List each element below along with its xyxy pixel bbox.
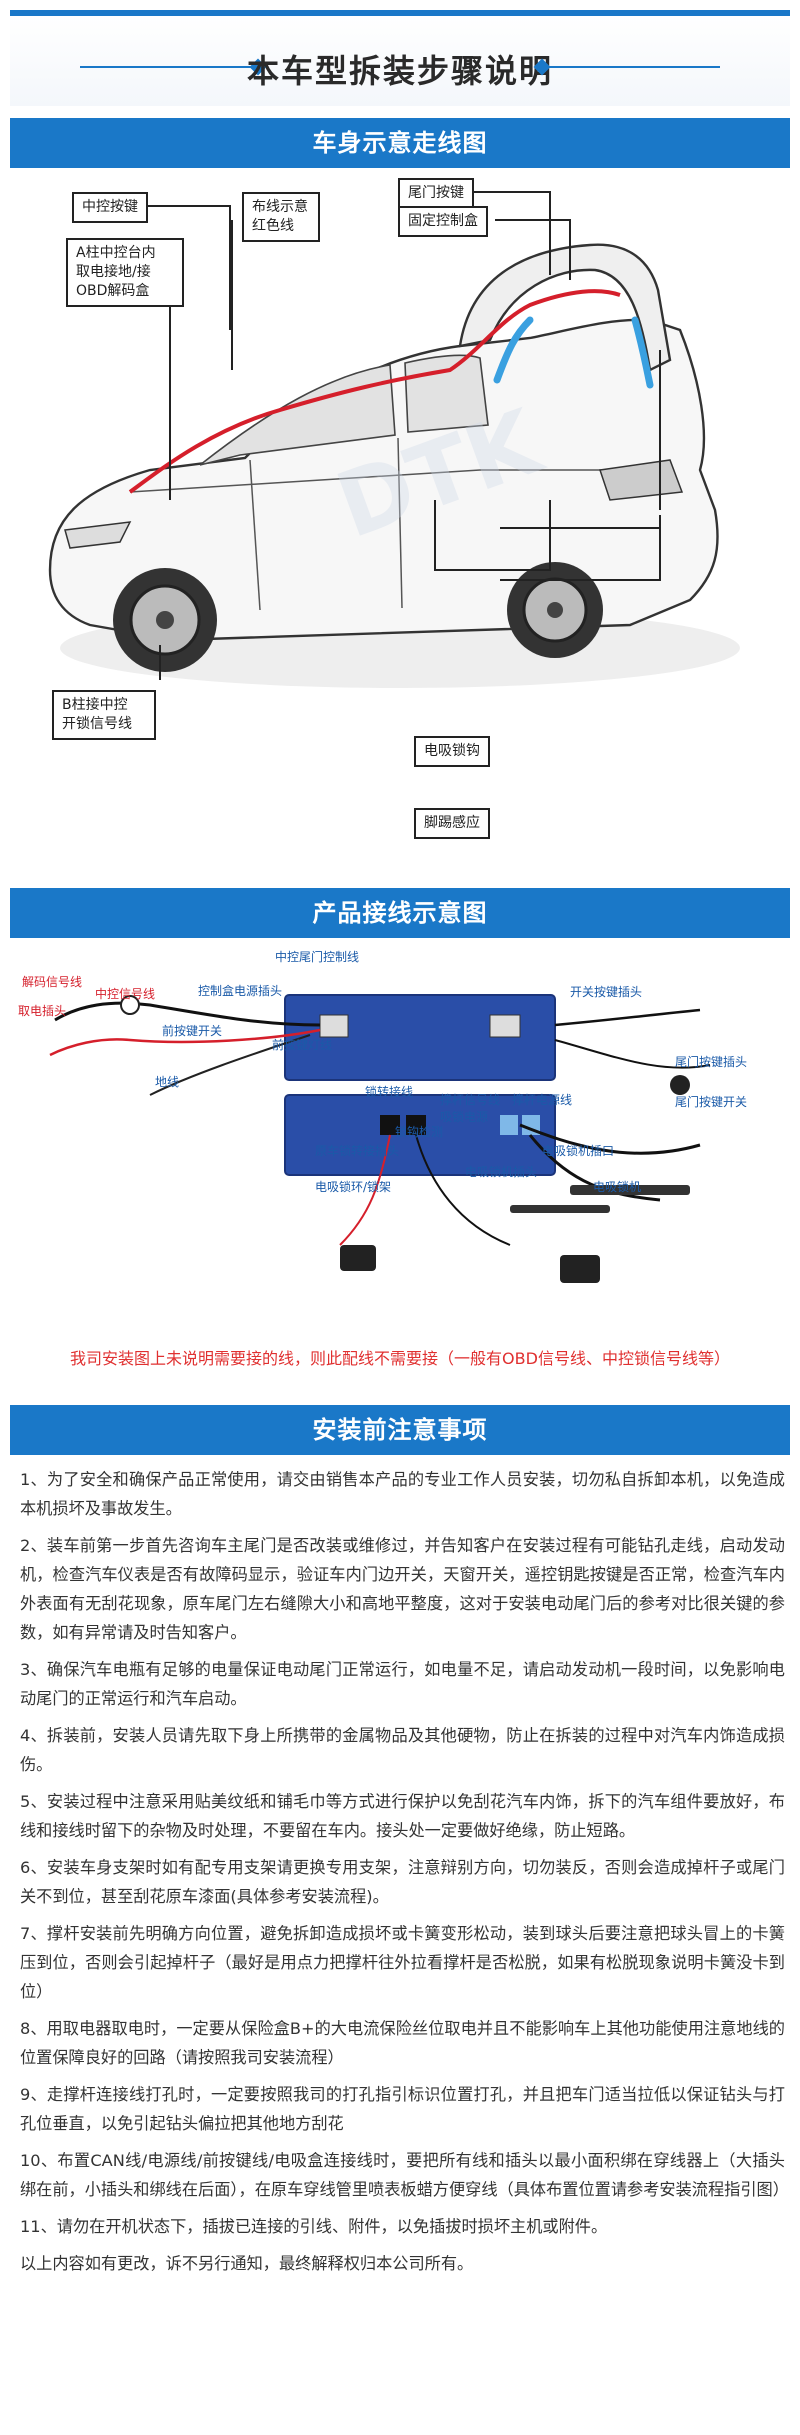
note-item: 5、安装过程中注意采用贴美纹纸和铺毛巾等方式进行保护以免刮花汽车内饰，拆下的汽车… bbox=[20, 1792, 785, 1840]
wire-label-power-plug: 取电插头 bbox=[18, 1004, 67, 1018]
callout-wiring-hint-line1: 布线示意 bbox=[252, 199, 308, 215]
note-item: 2、装车前第一步首先咨询车主尾门是否改装或维修过，并告知客户在安装过程有可能钻孔… bbox=[20, 1536, 785, 1642]
callout-suction-lock: 电吸锁钩 bbox=[414, 736, 490, 767]
wire-label-front-key-light: 前按键灯线 bbox=[272, 1038, 333, 1052]
callout-a-pillar-line3: OBD解码盒 bbox=[76, 282, 150, 299]
wire-label-center-signal: 中控信号线 bbox=[95, 987, 156, 1001]
wiring-note: 我司安装图上未说明需要接的线，则此配线不需要接（一般有OBD信号线、中控锁信号线… bbox=[70, 1349, 730, 1368]
callout-wiring-hint-line2: 红色线 bbox=[252, 217, 294, 234]
wire-label-ctrl-power-plug: 控制盒电源插头 bbox=[198, 984, 283, 998]
wire-label-lock-detect: 锁钩检测 bbox=[395, 1125, 444, 1139]
wire-label-lock-wire: 锁转接线 bbox=[365, 1085, 414, 1099]
callout-a-pillar-line2: 取电接地/接 bbox=[76, 263, 151, 280]
callout-control-box: 固定控制盒 bbox=[398, 206, 488, 237]
section-car-diagram-title: 车身示意走线图 bbox=[10, 118, 790, 168]
wire-label-strut-power: 撑杆电源线 bbox=[512, 1093, 573, 1107]
note-item: 10、布置CAN线/电源线/前按键线/电吸盒连接线时，要把所有线和插头以最小面积… bbox=[20, 2151, 789, 2199]
callout-a-pillar: A柱中控台内 取电接地/接 OBD解码盒 bbox=[66, 238, 184, 307]
note-item: 8、用取电器取电时，一定要从保险盒B+的大电流保险丝位取电并且不能影响车上其他功… bbox=[20, 2019, 785, 2067]
wire-label-suction-plug: 电吸锁机插头 bbox=[465, 1165, 538, 1179]
wire-label-tail-key-switch: 尾门按键开关 bbox=[675, 1095, 748, 1109]
wire-label-center-tail-ctrl: 中控尾门控制线 bbox=[275, 950, 360, 964]
note-item: 11、请勿在开机状态下，插拔已连接的引线、附件，以免插拔时损坏主机或附件。 bbox=[20, 2217, 608, 2236]
wire-label-suction-lock: 电吸锁机 bbox=[593, 1180, 642, 1194]
wire-label-suction-power: 吸锁电源 bbox=[440, 1110, 489, 1124]
wire-label-decode-signal: 解码信号线 bbox=[22, 975, 83, 989]
wire-label-front-switch: 前按键开关 bbox=[162, 1024, 223, 1038]
callout-foot-sensor: 脚踢感应 bbox=[414, 808, 490, 839]
wire-label-orig-lock-plug: 原车锁转接插头 bbox=[315, 1144, 400, 1158]
wiring-diagram: 解码信号线 中控信号线 取电插头 控制盒电源插头 前按键开关 地线 中控尾门控制… bbox=[10, 945, 790, 1345]
callout-b-pillar-line2: 开锁信号线 bbox=[62, 715, 132, 732]
note-item: 3、确保汽车电瓶有足够的电量保证电动尾门正常运行，如电量不足，请启动发动机一段时… bbox=[20, 1660, 785, 1708]
callout-b-pillar: B柱接中控 开锁信号线 bbox=[52, 690, 156, 740]
notes-list: 1、为了安全和确保产品正常使用，请交由销售本产品的专业工作人员安装，切勿私自拆卸… bbox=[20, 1465, 789, 2294]
note-item: 6、安装车身支架时如有配专用支架请更换专用支架，注意辩别方向，切勿装反，否则会造… bbox=[20, 1858, 785, 1906]
section-wiring-title: 产品接线示意图 bbox=[10, 888, 790, 938]
footer-note: 以上内容如有更改，诉不另行通知，最终解释权归本公司所有。 bbox=[20, 2254, 474, 2273]
wire-label-tail-key-plug: 尾门按键插头 bbox=[675, 1055, 748, 1069]
wire-label-suction-lock-ring: 电吸锁环/锁架 bbox=[315, 1180, 392, 1194]
callout-b-pillar-line1: B柱接中控 bbox=[62, 697, 128, 713]
wiring-illustration bbox=[49, 994, 711, 1283]
callout-center-button: 中控按键 bbox=[72, 192, 148, 223]
wire-label-suction-socket: 电吸锁机插口 bbox=[542, 1144, 615, 1158]
wire-label-switch-key-plug: 开关按键插头 bbox=[570, 985, 643, 999]
note-item: 4、拆装前，安装人员请先取下身上所携带的金属物品及其他硬物，防止在拆装的过程中对… bbox=[20, 1726, 785, 1774]
wire-label-strut-signal: 撑杆信号线 bbox=[440, 1093, 501, 1107]
callout-wiring-hint: 布线示意 红色线 bbox=[242, 192, 320, 242]
car-illustration: DTK bbox=[48, 191, 740, 688]
car-wiring-diagram: DTK 中控按键 布线示意 红色线 A柱中控台内 取电接地/接 OBD解码盒 B… bbox=[10, 170, 790, 890]
note-item: 1、为了安全和确保产品正常使用，请交由销售本产品的专业工作人员安装，切勿私自拆卸… bbox=[20, 1470, 785, 1518]
title-banner: 本车型拆装步骤说明 bbox=[10, 10, 790, 106]
page-title: 本车型拆装步骤说明 bbox=[246, 52, 553, 90]
callout-a-pillar-line1: A柱中控台内 bbox=[76, 245, 156, 261]
note-item: 9、走撑杆连接线打孔时，一定要按照我司的打孔指引标识位置打孔，并且把车门适当拉低… bbox=[20, 2085, 785, 2133]
wire-label-ground: 地线 bbox=[155, 1075, 180, 1089]
note-item: 7、撑杆安装前先明确方向位置，避免拆卸造成损坏或卡簧变形松动，装到球头后要注意把… bbox=[20, 1924, 785, 2001]
callout-tailgate-button: 尾门按键 bbox=[398, 178, 474, 209]
title-rule-left bbox=[80, 66, 255, 68]
title-rule-right bbox=[545, 66, 720, 68]
section-notes-title: 安装前注意事项 bbox=[10, 1405, 790, 1455]
